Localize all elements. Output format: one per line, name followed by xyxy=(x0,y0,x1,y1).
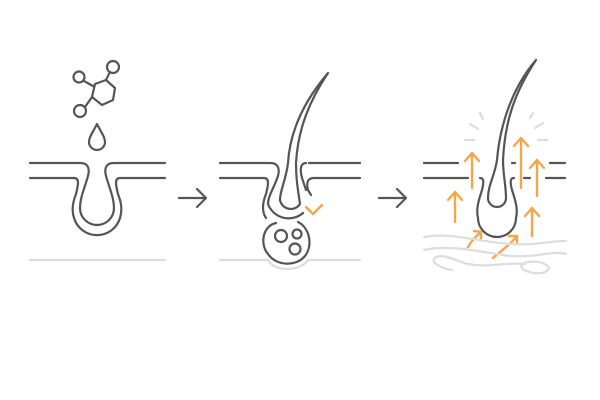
arrow-right-icon xyxy=(377,187,408,209)
shine-rays xyxy=(463,111,549,142)
molecule-icon xyxy=(72,59,121,119)
dermis-waves xyxy=(422,234,568,275)
hair-strand xyxy=(486,58,538,209)
step-3-hair-growth xyxy=(422,58,568,275)
skin-with-follicle xyxy=(28,161,167,237)
growth-arrows xyxy=(446,136,546,260)
step-2-bulb-activated xyxy=(218,71,362,271)
base-line xyxy=(218,258,362,271)
drop-icon xyxy=(87,122,107,152)
hair-strand xyxy=(278,71,330,211)
bulb-cells xyxy=(262,220,311,265)
check-icon xyxy=(304,203,324,216)
step-1-molecule-applied xyxy=(28,59,167,262)
arrow-right-icon xyxy=(177,187,208,209)
